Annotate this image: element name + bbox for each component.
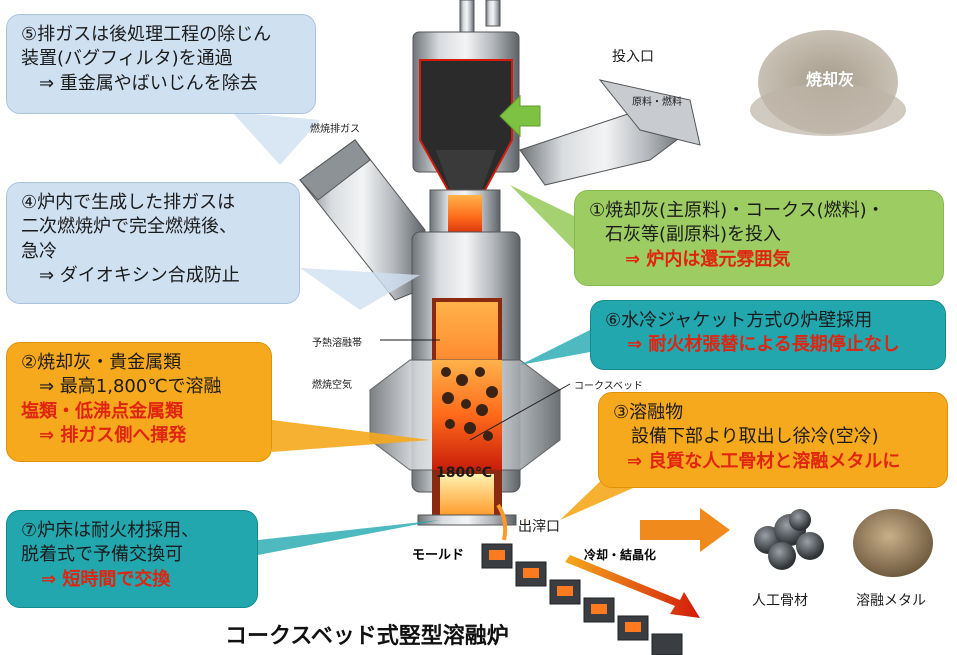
diagram-title: コークスベッド式竪型溶融炉 bbox=[225, 624, 509, 649]
callout-line: 急冷 bbox=[21, 240, 57, 262]
callout-molten-product: ③溶融物 設備下部より取出し徐冷(空冷) ⇒ 良質な人工骨材と溶融メタルに bbox=[598, 392, 948, 488]
callout-highlight: ⇒ 排ガス側へ揮発 bbox=[21, 424, 187, 446]
callout-line: 石灰等(副原料)を投入 bbox=[605, 224, 782, 246]
label-flue-gas: 燃焼排ガス bbox=[310, 124, 360, 135]
callout-line: 二次燃焼炉で完全燃焼後、 bbox=[21, 216, 237, 238]
callout-secondary-combustion: ④炉内で生成した排ガスは 二次燃焼炉で完全燃焼後、 急冷 ⇒ ダイオキシン合成防… bbox=[6, 182, 300, 304]
label-input-port: 投入口 bbox=[612, 49, 654, 65]
callout-highlight: 塩類・低沸点金属類 bbox=[21, 400, 183, 422]
callout-raw-material-input: ①焼却灰(主原料)・コークス(燃料)・ 石灰等(副原料)を投入 ⇒ 炉内は還元雰… bbox=[574, 190, 944, 286]
callout-highlight: ⇒ 良質な人工骨材と溶融メタルに bbox=[627, 450, 901, 472]
callout-line: ①焼却灰(主原料)・コークス(燃料)・ bbox=[589, 200, 885, 221]
callout-line: ③溶融物 bbox=[613, 402, 684, 423]
callout-line: 装置(バグフィルタ)を通過 bbox=[21, 48, 233, 70]
label-combustion-air: 燃焼空気 bbox=[312, 380, 352, 391]
callout-highlight: ⇒ 耐火材張替による長期停止なし bbox=[627, 334, 900, 356]
label-coke-bed: コークスベッド bbox=[574, 381, 643, 392]
callout-line: ⇒ ダイオキシン合成防止 bbox=[21, 264, 240, 286]
label-raw-fuel: 原料・燃料 bbox=[632, 97, 682, 108]
callout-line: 設備下部より取出し徐冷(空冷) bbox=[613, 426, 879, 448]
callout-melting: ②焼却灰・貴金属類 ⇒ 最高1,800℃で溶融 塩類・低沸点金属類 ⇒ 排ガス側… bbox=[6, 342, 272, 462]
label-preheat-zone: 予熱溶融帯 bbox=[312, 338, 362, 349]
label-mold: モールド bbox=[412, 548, 465, 563]
label-temperature: 1800℃ bbox=[436, 465, 492, 481]
callout-line: ⑤排ガスは後処理工程の除じん bbox=[21, 24, 272, 45]
callout-line: ④炉内で生成した排ガスは bbox=[21, 192, 236, 213]
label-cooling: 冷却・結晶化 bbox=[584, 548, 657, 562]
callout-highlight: ⇒ 炉内は還元雰囲気 bbox=[625, 248, 791, 270]
callout-hearth: ⑦炉床は耐火材採用、 脱着式で予備交換可 ⇒ 短時間で交換 bbox=[6, 510, 258, 608]
callout-line: ⑥水冷ジャケット方式の炉壁採用 bbox=[605, 310, 873, 331]
label-slag-outlet: 出滓口 bbox=[518, 519, 560, 535]
callout-line: 脱着式で予備交換可 bbox=[21, 544, 183, 566]
callout-line: ②焼却灰・貴金属類 bbox=[21, 352, 182, 373]
label-aggregate: 人工骨材 bbox=[752, 593, 808, 609]
label-ash: 焼却灰 bbox=[806, 70, 855, 89]
callout-line: ⇒ 最高1,800℃で溶融 bbox=[21, 376, 222, 398]
callout-line: ⑦炉床は耐火材採用、 bbox=[21, 520, 200, 541]
callout-highlight: ⇒ 短時間で交換 bbox=[41, 568, 171, 590]
callout-exhaust-treatment: ⑤排ガスは後処理工程の除じん 装置(バグフィルタ)を通過 ⇒ 重金属やばいじんを… bbox=[6, 14, 316, 114]
label-molten-metal: 溶融メタル bbox=[856, 593, 926, 609]
callout-water-jacket: ⑥水冷ジャケット方式の炉壁採用 ⇒ 耐火材張替による長期停止なし bbox=[590, 300, 946, 370]
callout-line: ⇒ 重金属やばいじんを除去 bbox=[21, 72, 258, 94]
